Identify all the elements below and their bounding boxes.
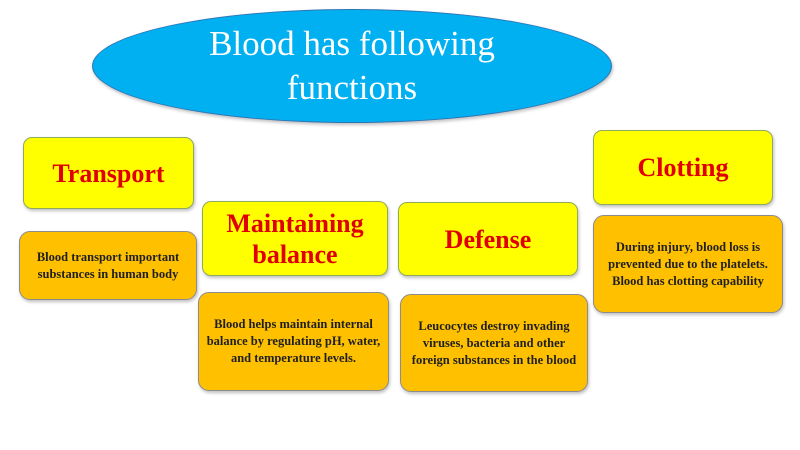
maintaining-balance-description-box: Blood helps maintain internal balance by… — [198, 292, 389, 391]
diagram-title: Blood has following functions — [209, 24, 495, 107]
clotting-heading-box: Clotting — [593, 130, 773, 205]
maintaining-balance-heading: Maintaining balance — [226, 208, 364, 269]
transport-heading: Transport — [52, 158, 165, 188]
title-ellipse: Blood has following functions — [92, 9, 612, 123]
clotting-description-box: During injury, blood loss is prevented d… — [593, 215, 783, 313]
transport-description-box: Blood transport important substances in … — [19, 231, 197, 300]
clotting-heading: Clotting — [637, 153, 729, 182]
maintaining-balance-heading-box: Maintaining balance — [202, 201, 388, 276]
transport-heading-box: Transport — [23, 137, 194, 209]
defense-heading: Defense — [444, 224, 532, 254]
defense-description-box: Leucocytes destroy invading viruses, bac… — [400, 294, 588, 392]
transport-description: Blood transport important substances in … — [36, 249, 180, 281]
maintaining-balance-description: Blood helps maintain internal balance by… — [206, 317, 381, 365]
defense-heading-box: Defense — [398, 202, 578, 276]
clotting-description: During injury, blood loss is prevented d… — [608, 239, 768, 288]
defense-description: Leucocytes destroy invading viruses, bac… — [411, 318, 577, 367]
